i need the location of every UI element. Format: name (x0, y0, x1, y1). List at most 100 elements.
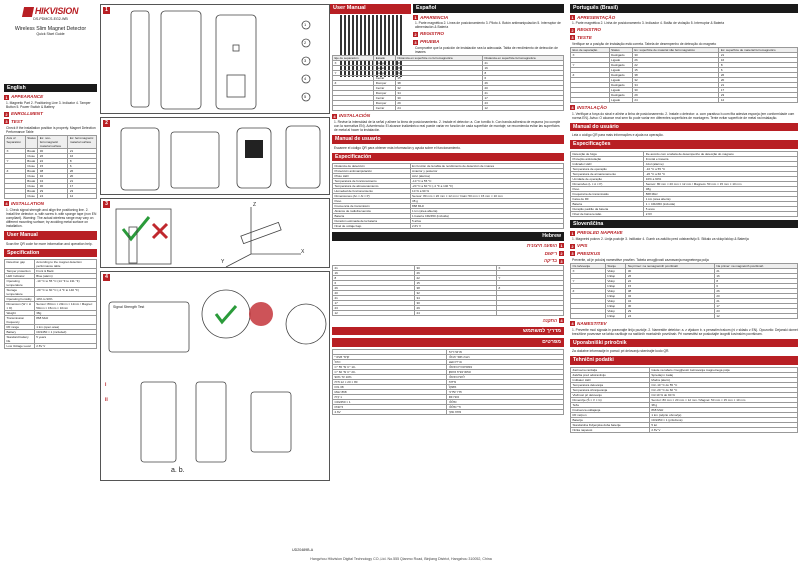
sl-install-text: 1. Preverite moč signala in poravnajte l… (572, 327, 798, 336)
sl-enrollment-title: VPIS (577, 243, 588, 249)
table-row: Storage temperature-20 °C to 60 °C (-4 °… (4, 287, 98, 298)
user-manual-tab: User Manual (330, 4, 411, 14)
es-install-text: 1. Revise la intensidad de la señal y al… (334, 119, 561, 133)
diagram-panel-1: 1 1 2 3 4 5 (100, 4, 330, 114)
he-usermanual-header: מדריך למשתמש (332, 326, 564, 336)
es-appearance-title: APARIENCIA (420, 14, 449, 20)
es-install-title: INSTALACIÓN (339, 113, 371, 119)
usermanual-text: Scan the QR code for more information an… (6, 241, 93, 246)
sl-usermanual-header: Uporabniški priročnik (570, 338, 798, 348)
sl-test-title: PREIZKUS (577, 251, 601, 257)
signal-label: Signal Strength Test (113, 305, 145, 309)
table-row: Dimension (W × H × D)Sensor: 80mm × 20mm… (4, 301, 98, 312)
he-spec-header: מפרטים (332, 338, 564, 347)
callout-3: 3 (304, 58, 307, 63)
guide-subtitle: Quick Start Guide (36, 32, 65, 37)
footer-address: Hangzhou Hikvision Digital Technology CO… (310, 557, 492, 561)
spanish-header: Español (413, 4, 564, 13)
pt-appearance-title: APRESENTAÇÃO (577, 14, 616, 20)
he-install-title: התקנה (542, 318, 557, 324)
step-ii: ii (105, 397, 108, 403)
enrollment-title: ENROLLMENT (11, 111, 43, 117)
document-code: UD20489B-A (292, 548, 314, 552)
pt-header: Português (Brasil) (570, 4, 798, 13)
callout-4: 4 (304, 76, 307, 81)
pt-test-title: TESTE (577, 35, 592, 41)
es-spec-header: Especificación (332, 152, 564, 162)
install-text: 1. Check signal strength and align the p… (6, 207, 97, 229)
he-enrollment-title: רישום (544, 250, 557, 256)
pt-install-text: 1. Verifique a força do sinal e alinhe a… (572, 111, 795, 120)
brand-logo: HIKVISION (4, 6, 97, 17)
cover-block: DS-PDMCS-EG2-WB Wireless Slim Magnet Det… (4, 17, 97, 36)
step-i: i (105, 382, 107, 388)
sl-appearance-text: 1. Magnetni pokrov 2. Linija pozicije 3.… (572, 237, 749, 242)
pt-appearance-text: 1. Parte magnética 2. Linha de posiciona… (572, 21, 725, 26)
he-appearance-title: הופעה חיצונית (526, 242, 557, 248)
enrollment-diagram (120, 125, 321, 191)
diagram-panel-4: 4 Signal Strength Test i ii a. b. (100, 271, 330, 481)
es-test-title: PRUEBA (420, 39, 440, 45)
test-text: Check if the installation position is pr… (6, 125, 96, 134)
product-title: Wireless Slim Magnet Detector (14, 25, 87, 32)
install-diagram (108, 289, 327, 463)
test-diagram (115, 207, 301, 268)
callout-2: 2 (304, 40, 307, 45)
es-appearance-text: 1. Parte magnética 2. Línea de posiciona… (415, 21, 561, 30)
es-enrollment-title: REGISTRO (420, 31, 444, 37)
y-axis-label: Y (221, 259, 225, 265)
es-usermanual-header: Manual de usuario (332, 135, 564, 144)
appearance-text: 1. Magnetic Part 2. Positioning Line 3. … (6, 100, 91, 110)
pt-usermanual-text: Leia o código QR para mais informações e… (572, 133, 664, 138)
hebrew-header: Hebrew (332, 232, 564, 241)
label-ab: a. b. (171, 467, 185, 474)
sl-test-text: Preverite, ali je položaj namestitve pra… (572, 257, 709, 262)
sl-install-title: NAMESTITEV (577, 320, 607, 326)
sl-usermanual-text: Za dodatne informacije in pomoč pri delo… (572, 349, 670, 354)
es-usermanual-text: Escanee el código QR para obtener más in… (334, 145, 461, 150)
sl-appearance-title: PREGLED NAPRAVE (577, 230, 623, 236)
pt-install-title: INSTALAÇÃO (577, 104, 607, 110)
english-column: HIKVISION DS-PDMCS-EG2-WB Wireless Slim … (4, 6, 98, 350)
pt-test-text: Verifique se a posição de instalação est… (572, 41, 717, 46)
appearance-diagram (130, 10, 311, 110)
model-number: DS-PDMCS-EG2-WB (33, 17, 68, 22)
table-row: Operating temperature-10 °C to 55 °C (14… (4, 278, 98, 289)
z-axis-label: Z (253, 202, 257, 208)
callout-5: 5 (304, 94, 307, 99)
appearance-title: APPEARANCE (11, 94, 44, 100)
english-header: English (4, 83, 97, 93)
diagram-panel-2: 2 (100, 117, 330, 195)
callout-1: 1 (304, 22, 307, 27)
es-test-text: Compruebe que la posición de instalación… (415, 45, 558, 55)
test-title: TEST (11, 118, 23, 124)
diagram-panel-3: 3 Z X Y (100, 198, 330, 268)
he-test-title: בדיקה (543, 258, 557, 264)
install-title: INSTALLATION (11, 200, 45, 206)
